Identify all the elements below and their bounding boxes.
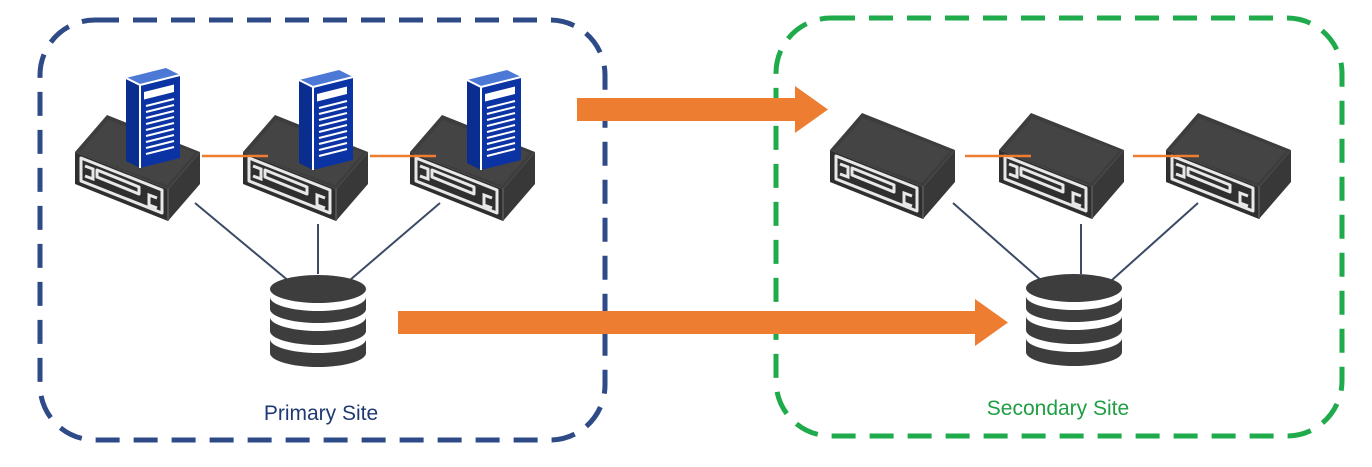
- vm-replication-arrow: [577, 86, 828, 133]
- primary-database-icon: [270, 275, 366, 367]
- secondary-site-label: Secondary Site: [987, 397, 1129, 420]
- tower-server-icon: [466, 69, 522, 171]
- primary-link-1: [194, 202, 291, 283]
- primary-site-boundary: [37, 17, 608, 443]
- storage-replication-arrow: [398, 299, 1008, 346]
- tower-server-icon: [125, 67, 181, 169]
- secondary-server-1: [828, 111, 957, 221]
- secondary-site-boundary: [773, 15, 1345, 439]
- secondary-link-3: [1111, 202, 1199, 281]
- tower-server-icon: [298, 69, 354, 171]
- secondary-link-1: [952, 202, 1044, 283]
- primary-link-3: [349, 202, 441, 281]
- secondary-server-3: [1164, 111, 1293, 221]
- secondary-database-icon: [1026, 274, 1122, 366]
- primary-site-label: Primary Site: [264, 402, 378, 425]
- secondary-server-2: [997, 111, 1126, 221]
